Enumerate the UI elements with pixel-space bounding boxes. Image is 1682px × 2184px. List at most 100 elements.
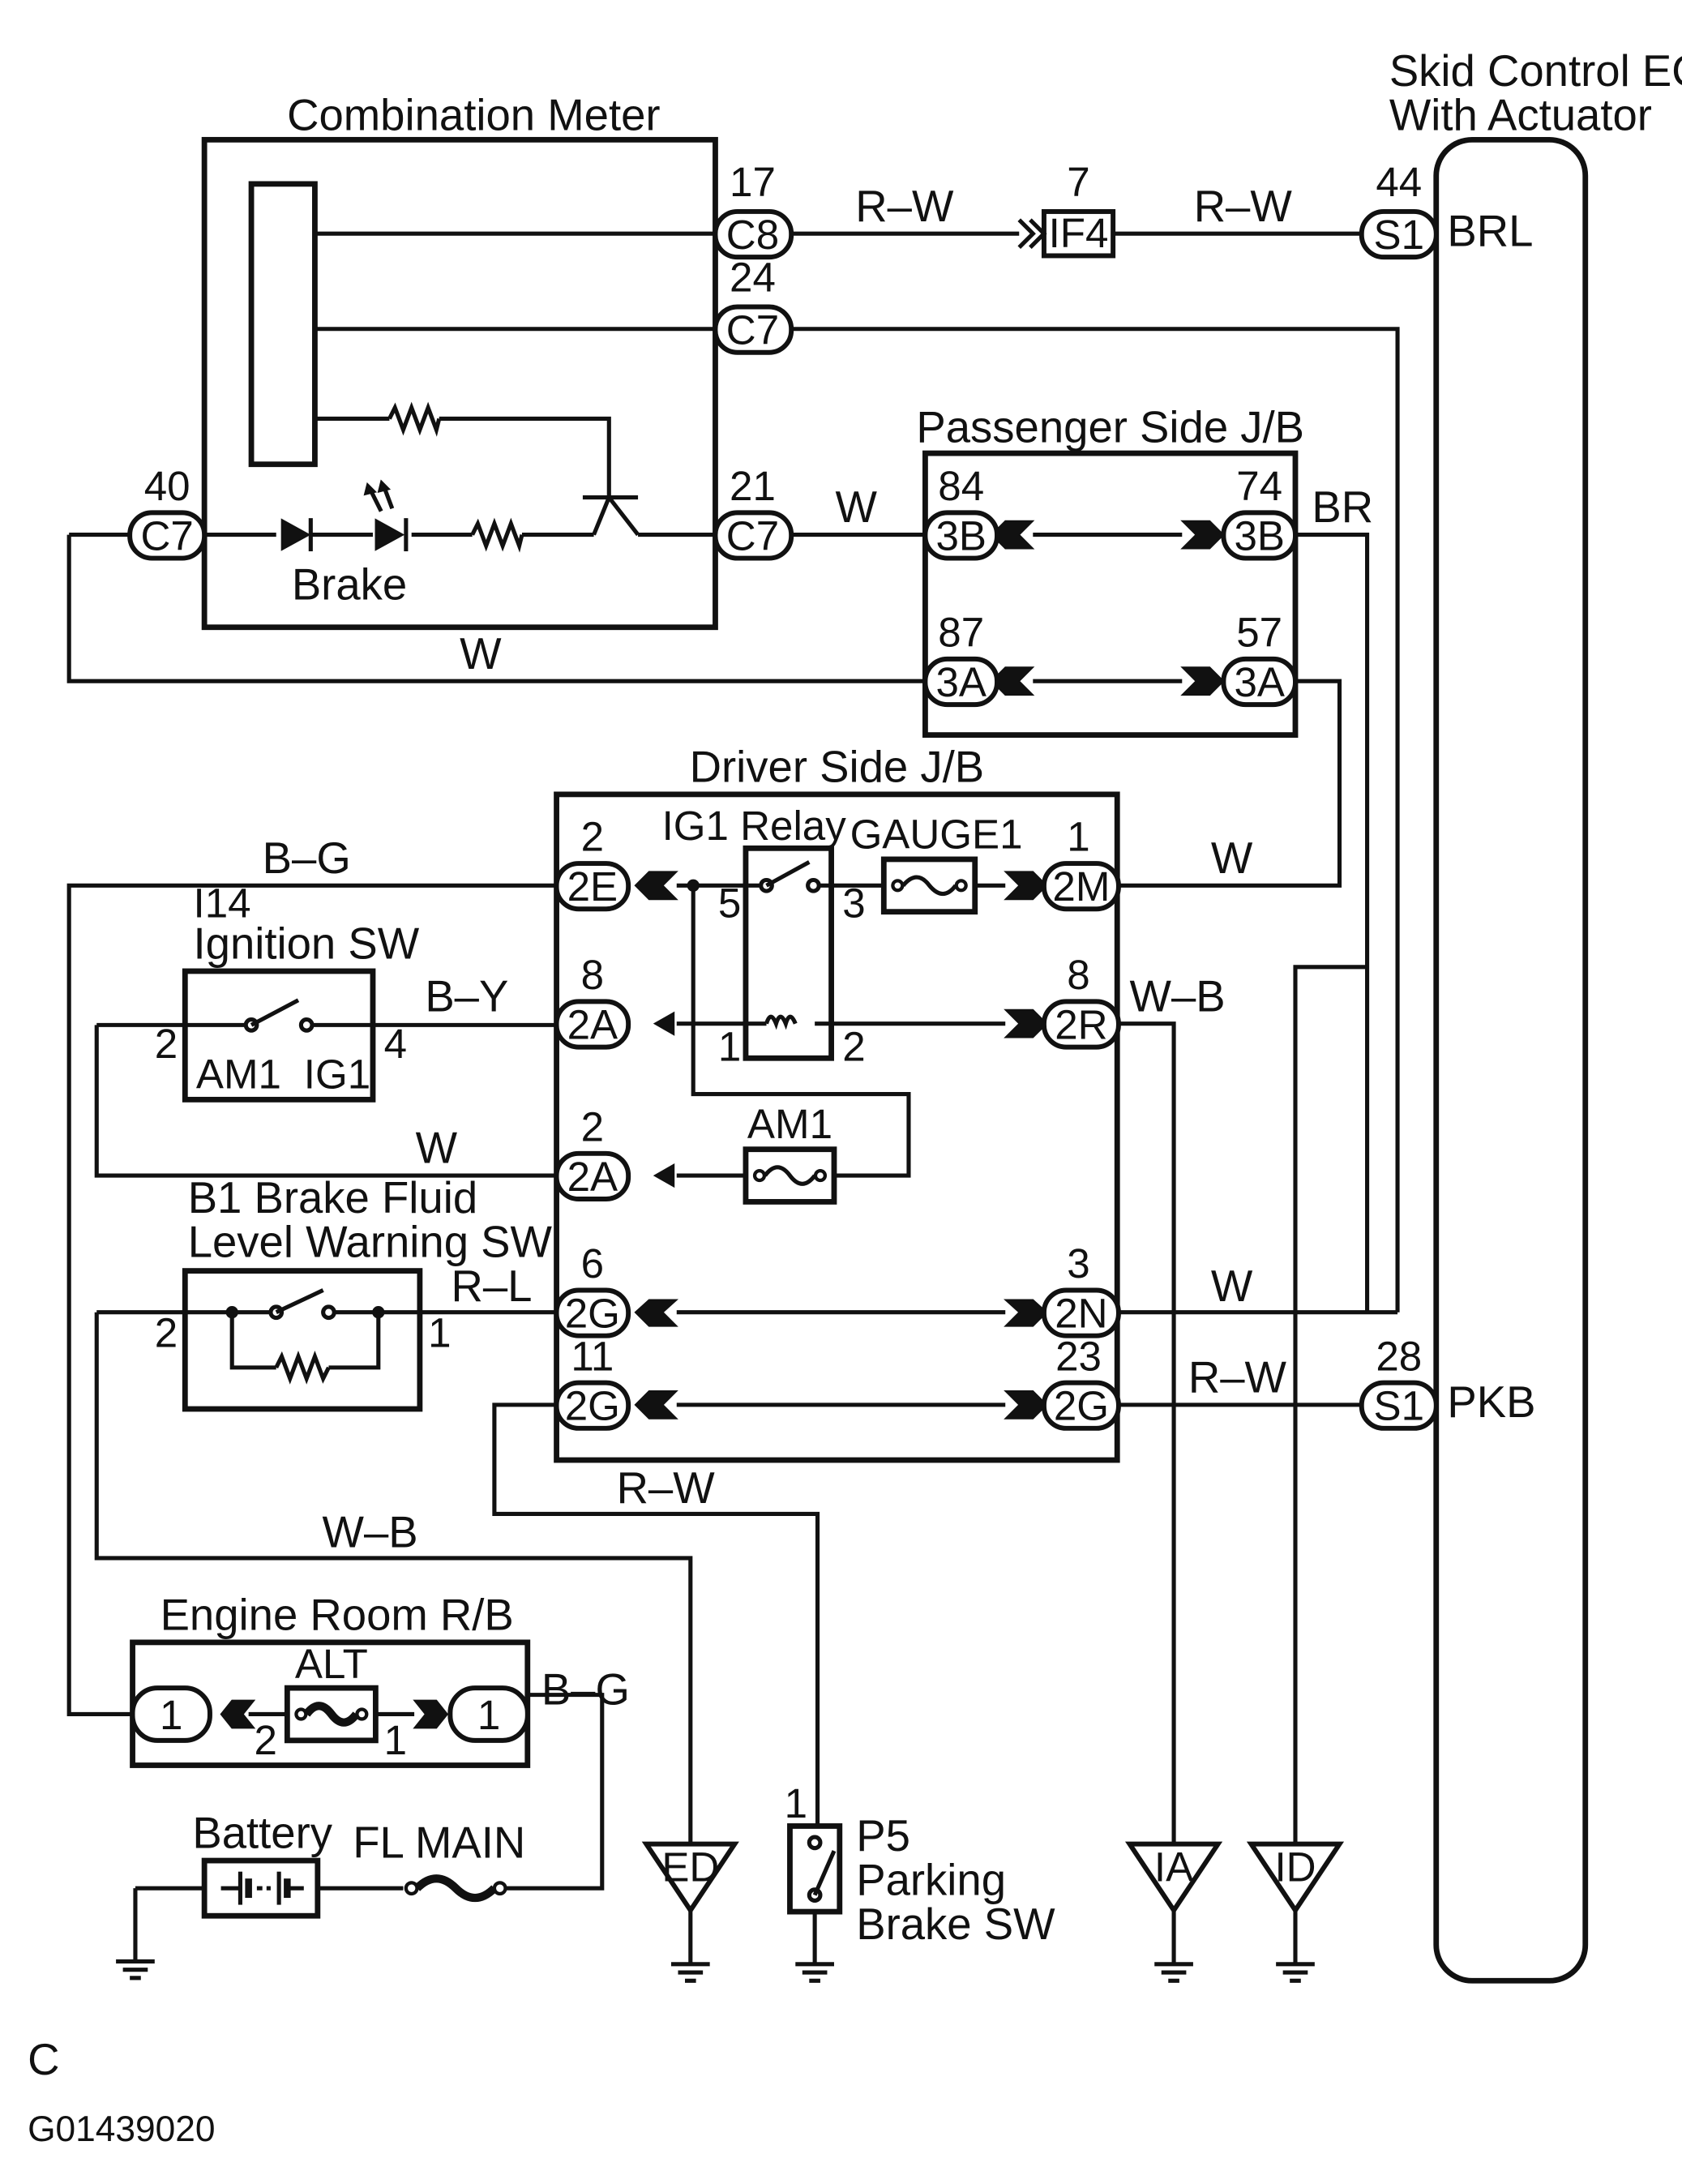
grounds [116,1841,1345,1983]
brake-fluid-sw-box [182,1268,423,1412]
am1-fuse-icon [743,1146,837,1205]
connector-2a-8 [554,999,631,1050]
wire-color-w-am1: W [416,1124,458,1173]
connector-c7-21-pin: 21 [730,463,776,509]
connector-2a-2-pin: 2 [581,1103,604,1150]
connector-3b-84-pin: 84 [938,463,984,509]
ground-ed-label: ED [661,1844,719,1891]
wire-color-c8-if4: R–W [855,182,954,231]
wire-color-bg-er: B–G [541,1665,630,1715]
footer-letter: C [28,2035,59,2084]
parking-brake-switch-icon [807,1835,837,1904]
connector-2r [1041,999,1121,1050]
ignition-pin-2: 2 [155,1021,178,1067]
connector-s1-28 [1359,1380,1439,1431]
relay-coil-icon [764,1014,798,1030]
gauge1-label: GAUGE1 [850,811,1023,857]
led-icon [363,479,409,552]
skid-ecu-box [1433,136,1589,1984]
ecu-terminal-brl: BRL [1447,207,1533,256]
ground-id-icon [1246,1841,1345,1983]
connector-s1-44 [1359,208,1439,260]
connector-c7-40-code: C7 [140,512,193,559]
connector-c7-24 [713,304,794,355]
resistor-icon [387,401,442,437]
wire-color-w-2n: W [1211,1261,1253,1311]
alt-fuse-icon [284,1685,379,1744]
connector-c8-pin: 17 [730,159,776,205]
connector-2a-8-code: 2A [567,1001,618,1047]
wire-color-by: B–Y [425,971,508,1021]
connector-2r-code: 2R [1055,1001,1107,1047]
connector-s1-44-pin: 44 [1376,159,1422,205]
wire-color-wb-right: W–B [1130,971,1226,1021]
wire-color-rw-s1: R–W [1188,1353,1287,1402]
junction-dot [687,879,700,892]
connector-3a-57-code: 3A [1234,659,1285,705]
connector-2e-pin: 2 [581,814,604,860]
passenger-jb-box [922,450,1299,739]
alt-fuse-label: ALT [295,1641,368,1687]
connector-c7-21-code: C7 [726,512,779,559]
brake-fluid-pin-2: 2 [155,1309,178,1355]
wire-color-c7-3b: W [836,482,878,532]
brake-fluid-label-line1: B1 Brake Fluid [188,1173,477,1223]
connector-3a-87 [922,656,999,708]
wires [66,231,1400,1964]
connector-er-1-left [130,1685,212,1743]
connector-2m [1041,861,1121,912]
connector-2m-pin: 1 [1067,814,1089,860]
footer-figure-code: G01439020 [28,2109,215,2149]
connector-2m-code: 2M [1052,863,1110,910]
connector-s1-28-pin: 28 [1376,1333,1422,1379]
ground-id-label: ID [1274,1844,1316,1891]
ground-ed-icon [641,1841,739,1983]
connector-er-1-right [447,1685,530,1743]
connector-2n-pin: 3 [1067,1240,1089,1287]
connector-2n-code: 2N [1055,1290,1107,1336]
parking-code-label: P5 [856,1811,910,1861]
combination-meter-label: Combination Meter [287,90,660,139]
parking-label-line2: Brake SW [856,1899,1055,1949]
combination-meter-box [201,136,718,631]
wire-color-w-2m: W [1211,833,1253,883]
brake-label: Brake [292,560,407,610]
diode-icon [280,518,313,552]
connector-3b-74 [1221,510,1298,561]
connector-2a-2-code: 2A [567,1154,618,1200]
parking-label-line1: Parking [856,1856,1006,1905]
connector-c8-code: C8 [726,212,779,258]
component-labels: Combination Meter Brake Skid Control ECU… [160,46,1682,1949]
wire-color-bg-top: B–G [263,833,351,883]
connector-c7-24-pin: 24 [730,255,776,301]
connector-c8 [713,208,794,260]
ground-ia-icon [1124,1841,1223,1983]
relay-fuse-switch-symbols [185,856,978,1919]
connector-2g-11-code: 2G [565,1383,620,1429]
connector-3a-87-pin: 87 [938,610,984,656]
ignition-sw-box [182,968,376,1103]
connector-3b-74-code: 3B [1234,512,1285,559]
wire-color-codes: R–W R–W W BR W B–G B–Y W–B W W R–L W R–W… [263,182,1373,1715]
connector-3a-57 [1221,656,1298,708]
connector-3a-57-pin: 57 [1236,610,1282,656]
fl-main-fuse-icon [404,1874,507,1903]
connector-if4 [1041,208,1116,259]
connector-3a-87-code: 3A [935,659,987,705]
battery-label: Battery [192,1809,332,1858]
connector-3b-84 [922,510,999,561]
connector-2g-23-code: 2G [1054,1383,1109,1429]
connector-2g-6 [554,1287,631,1338]
connector-2g-11-pin: 11 [571,1333,614,1379]
fl-main-label: FL MAIN [353,1818,525,1868]
wire-color-rw-pb: R–W [617,1463,716,1513]
relay-pin-3: 3 [842,880,865,926]
ig1-relay-box [743,845,834,1061]
connector-c7-40 [127,510,208,561]
connector-er-1-right-code: 1 [477,1692,500,1738]
ecu-terminal-pkb: PKB [1447,1377,1535,1427]
parking-brake-sw-box [787,1823,843,1915]
alt-pin-1: 1 [384,1717,407,1763]
wire-color-br: BR [1312,482,1373,532]
relay-pin-1: 1 [718,1024,741,1070]
